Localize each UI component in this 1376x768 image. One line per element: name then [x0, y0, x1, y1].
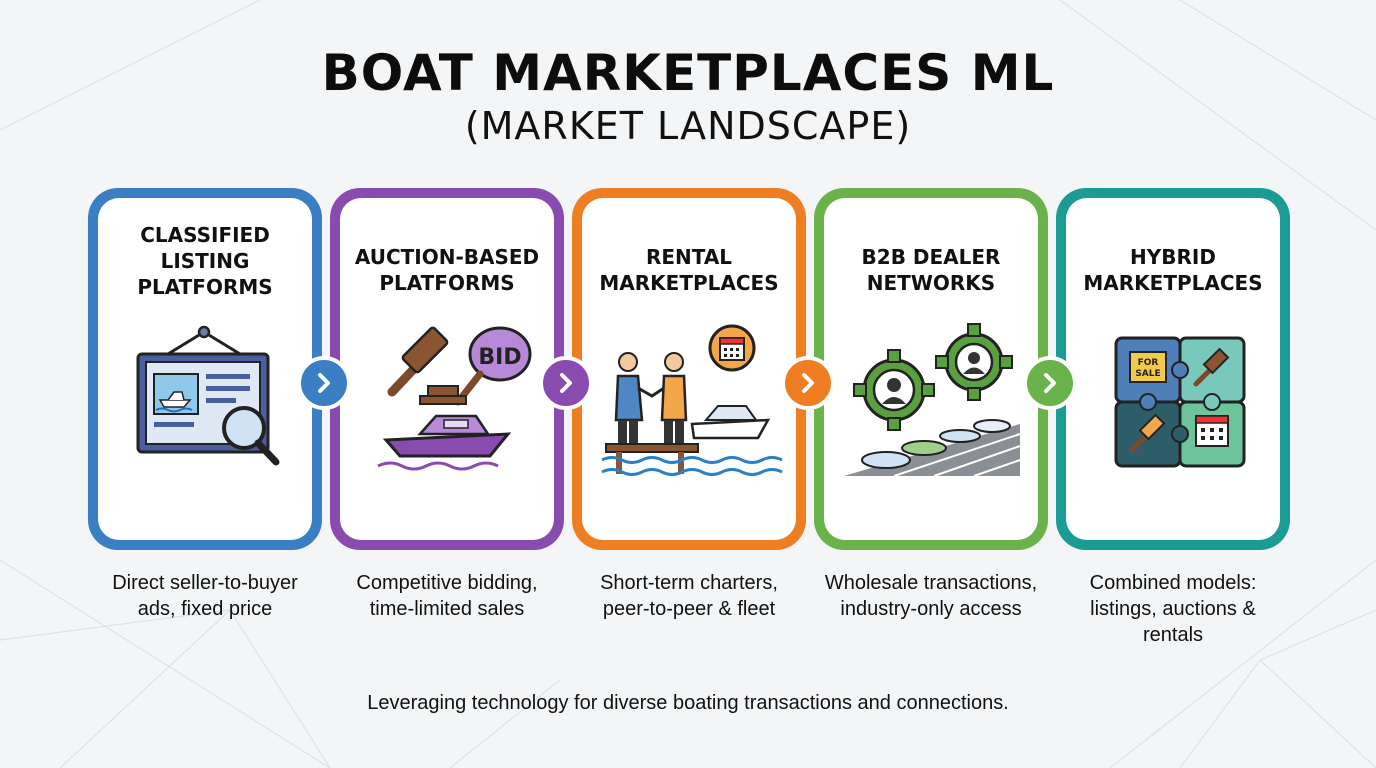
- gavel-bid-paddle-boat-icon: BID: [377, 326, 532, 471]
- chevron-right-icon: [802, 373, 814, 393]
- svg-text:BID: BID: [478, 345, 521, 370]
- card-title: B2B DEALER NETWORKS: [861, 245, 1001, 295]
- card-title: RENTAL MARKETPLACES: [599, 245, 779, 295]
- card-rental: RENTAL MARKETPLACES: [572, 188, 806, 550]
- puzzle-pieces-icon: FOR SALE: [1114, 336, 1246, 468]
- chevron-right-icon: [1044, 373, 1056, 393]
- card-title: HYBRID MARKETPLACES: [1083, 245, 1263, 295]
- handshake-dock-boat-icon: [601, 324, 783, 476]
- arrow-right-icon: [1023, 356, 1077, 410]
- page-title: BOAT MARKETPLACES ML: [321, 44, 1055, 102]
- chevron-right-icon: [318, 373, 330, 393]
- card-title: AUCTION-BASED PLATFORMS: [354, 245, 540, 295]
- listing-board-magnifier-icon: [136, 325, 280, 466]
- card-auction: AUCTION-BASED PLATFORMS BID: [330, 188, 564, 550]
- card-description-rental: Short-term charters, peer-to-peer & flee…: [600, 572, 778, 620]
- arrow-right-icon: [297, 356, 351, 410]
- card-description-classified: Direct seller-to-buyer ads, fixed price: [112, 572, 298, 620]
- page-subtitle: (MARKET LANDSCAPE): [464, 104, 912, 148]
- footer-tagline: Leveraging technology for diverse boatin…: [367, 692, 1009, 714]
- card-classified: CLASSIFIED LISTING PLATFORMS: [88, 188, 322, 550]
- card-description-hybrid: Combined models: listings, auctions & re…: [1089, 572, 1257, 646]
- card-b2b: B2B DEALER NETWORKS: [814, 188, 1048, 550]
- card-title: CLASSIFIED LISTING PLATFORMS: [137, 223, 273, 299]
- arrow-right-icon: [781, 356, 835, 410]
- card-description-b2b: Wholesale transactions, industry-only ac…: [824, 572, 1038, 620]
- card-hybrid: HYBRID MARKETPLACES FOR SALE: [1056, 188, 1290, 550]
- gears-dealers-boats-icon: [844, 323, 1021, 477]
- svg-text:SALE: SALE: [1135, 369, 1160, 379]
- svg-text:FOR: FOR: [1138, 358, 1159, 368]
- chevron-right-icon: [560, 373, 572, 393]
- arrow-right-icon: [539, 356, 593, 410]
- card-description-auction: Competitive bidding, time-limited sales: [356, 572, 538, 620]
